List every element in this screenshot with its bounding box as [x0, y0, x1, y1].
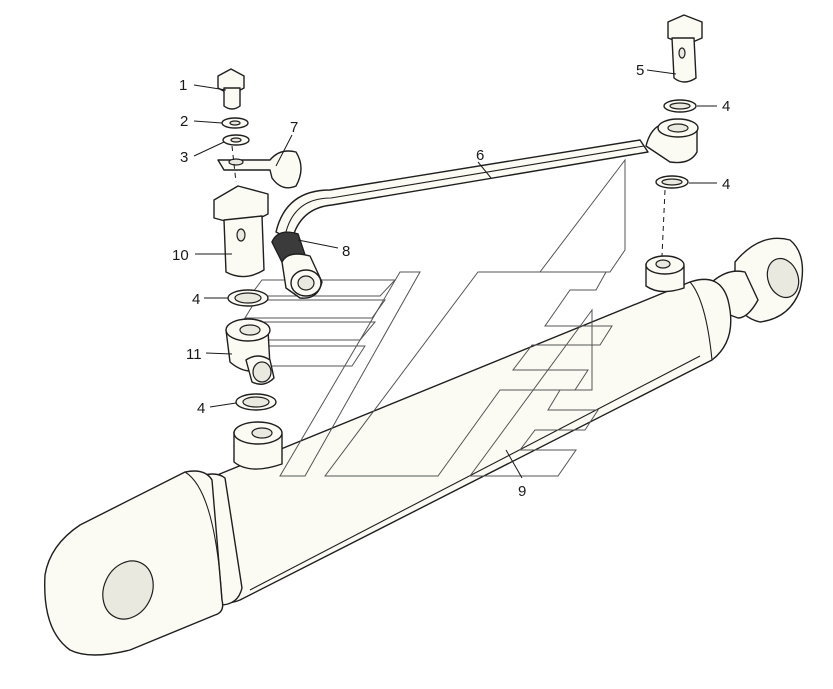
bolt-1	[217, 68, 245, 110]
callout-9: 9	[518, 483, 526, 500]
callout-labels: 1 2 3 7 10 4 11 4 6 8 5 4 4 9	[172, 62, 730, 500]
seal-ring-4a	[227, 289, 269, 307]
callout-4-upper-right: 4	[722, 98, 730, 115]
callout-7: 7	[290, 119, 298, 136]
pipe-banjo-fitting	[645, 118, 699, 164]
cylinder-barrel	[204, 278, 732, 604]
washer-3	[222, 134, 250, 146]
banjo-bolt-5	[667, 14, 703, 83]
seal-ring-4d	[655, 175, 689, 189]
callout-11: 11	[186, 346, 202, 363]
rod-end-eye	[711, 237, 804, 323]
callout-8: 8	[342, 243, 350, 260]
pipe-clamp	[217, 150, 302, 189]
callout-5: 5	[636, 62, 644, 79]
cylinder-assembly	[44, 237, 804, 656]
barrel-port-right	[645, 255, 685, 293]
hose-fitting	[271, 231, 323, 299]
callout-4-upper-left: 4	[192, 291, 200, 308]
washer-2	[221, 117, 249, 129]
callout-4-lower-right: 4	[722, 176, 730, 193]
assembly-axis-lines	[231, 145, 666, 257]
seal-ring-4b	[235, 393, 277, 411]
callout-6: 6	[476, 147, 484, 164]
leader-lines	[193, 69, 717, 479]
seal-ring-4c	[663, 99, 697, 113]
callout-3: 3	[180, 149, 188, 166]
barrel-port-left	[233, 421, 283, 470]
hydraulic-pipe	[275, 139, 649, 241]
clevis-end	[44, 470, 224, 656]
callout-4-lower-left: 4	[197, 400, 205, 417]
banjo-fitting-11	[225, 318, 275, 385]
callout-10: 10	[172, 247, 189, 264]
callout-1: 1	[179, 77, 187, 94]
banjo-bolt-10	[213, 185, 269, 278]
callout-2: 2	[180, 113, 188, 130]
